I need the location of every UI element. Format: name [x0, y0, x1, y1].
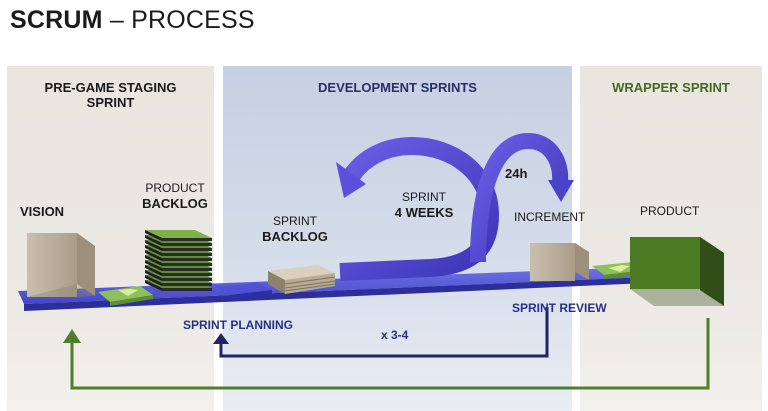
backlog-sheet-edge: [162, 288, 212, 291]
sprint-line2: 4 WEEKS: [394, 205, 454, 220]
backlog-sheet-edge: [162, 238, 212, 241]
pregame-title: PRE-GAME STAGING SPRINT: [44, 80, 177, 110]
backlog-sheet-side: [145, 235, 162, 246]
development-panel: DEVELOPMENT SPRINTS: [223, 66, 572, 411]
backlog-sheet: [145, 230, 212, 238]
backlog-sheet-side: [145, 275, 162, 286]
backlog-sheet-edge: [162, 243, 212, 246]
sprint-backlog-blue-plate: [216, 283, 272, 299]
product-label: PRODUCT: [640, 204, 700, 218]
backlog-sheet-edge: [162, 263, 212, 266]
sprint-review-label: SPRINT REVIEW: [512, 301, 607, 315]
increment-label: INCREMENT: [514, 210, 586, 224]
repeat-label: x 3-4: [381, 328, 409, 342]
sprint-backlog-label: SPRINT BACKLOG: [260, 214, 330, 244]
page-title: SCRUM – PROCESS: [10, 6, 255, 35]
sprint-line1: SPRINT: [401, 190, 446, 204]
development-title: DEVELOPMENT SPRINTS: [318, 80, 477, 95]
product-backlog-line2: BACKLOG: [142, 196, 208, 211]
backlog-sheet-side: [145, 230, 162, 241]
sprint-planning-label: SPRINT PLANNING: [183, 318, 294, 332]
backlog-sheet-side: [145, 255, 162, 266]
backlog-sheet-edge: [162, 268, 212, 271]
backlog-sheet-side: [145, 250, 162, 261]
backlog-sheet-edge: [162, 258, 212, 261]
vision-box: [27, 233, 95, 297]
sprint-label: SPRINT 4 WEEKS: [384, 190, 464, 220]
backlog-sheet-edge: [162, 283, 212, 286]
green-plate-1: [98, 286, 153, 306]
sprint-cycle-arrow: [336, 133, 574, 281]
backlog-sheet-edge: [162, 273, 212, 276]
sprint-backlog-line2: BACKLOG: [262, 229, 328, 244]
backlog-sheet-side: [145, 280, 162, 291]
backlog-sheet-side: [145, 260, 162, 271]
product-box: [630, 237, 724, 306]
repeat-arrow: [213, 307, 549, 358]
sprint-backlog-line1: SPRINT: [272, 214, 317, 228]
vision-label: VISION: [20, 204, 65, 219]
increment-box: [530, 243, 589, 281]
backlog-sheet-side: [145, 265, 162, 276]
backlog-sheet-edge: [162, 253, 212, 256]
wrapper-return-arrow: [63, 318, 710, 390]
title-process: – PROCESS: [109, 6, 255, 34]
backlog-sheet-edge: [162, 248, 212, 251]
title-scrum: SCRUM: [10, 6, 103, 34]
product-backlog-label: PRODUCT BACKLOG: [140, 181, 210, 211]
backlog-sheet-side: [145, 270, 162, 281]
backlog-sheet-side: [145, 245, 162, 256]
product-backlog-line1: PRODUCT: [145, 181, 205, 195]
sprint-backlog-stack: [268, 265, 336, 294]
product-backlog-stack: [145, 230, 212, 291]
backlog-sheet-side: [145, 240, 162, 251]
backlog-sheet-edge: [162, 278, 212, 281]
wrapper-title: WRAPPER SPRINT: [612, 80, 730, 95]
daily-label: 24h: [505, 166, 528, 181]
